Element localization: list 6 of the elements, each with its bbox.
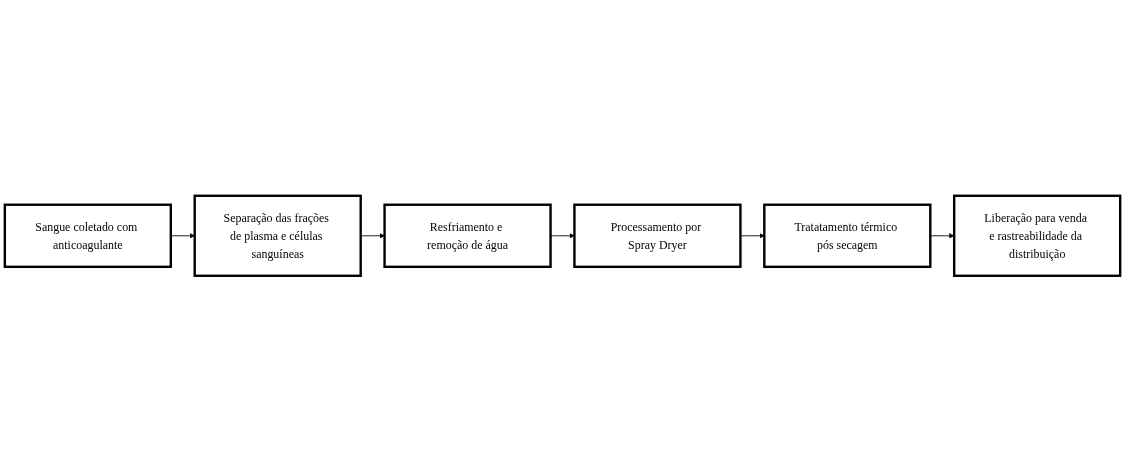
node-box: Processamento por Spray Dryer (573, 203, 742, 269)
node-box: Resfriamento e remoção de água (383, 203, 552, 269)
node-box: Liberação para venda e rastreabilidade da distribuição (953, 194, 1122, 278)
node-box: Tratatamento térmico pós secagem (763, 203, 932, 269)
node-box: Separação das frações de plasma e células sanguíneas (193, 194, 362, 278)
node-box: Sangue coletado com anticoagulante (3, 203, 172, 269)
